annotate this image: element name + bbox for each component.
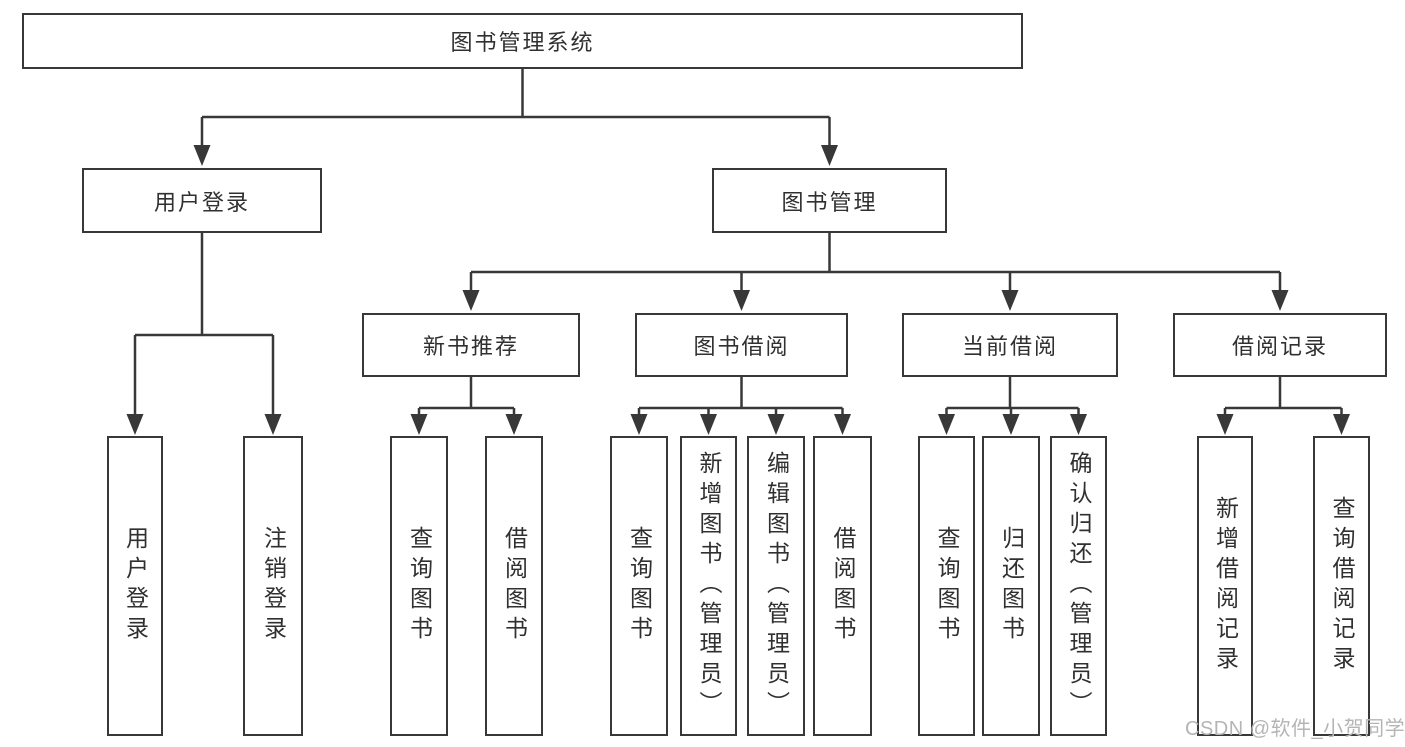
node-user-login: 用户登录 [82, 168, 322, 233]
arrowhead [264, 414, 282, 435]
node-user-login-label: 用户登录 [153, 189, 250, 215]
leaf-borrow-books-recommend: 借阅图书 [485, 436, 543, 736]
node-book-management-label: 图书管理 [781, 189, 878, 215]
leaf-borrow-books-borrowing-label: 借阅图书 [830, 526, 856, 646]
leaf-query-books-borrowing: 查询图书 [610, 436, 668, 736]
leaf-logout: 注销登录 [243, 436, 303, 736]
leaf-edit-book-admin-label: 编辑图书（管理员） [763, 451, 790, 721]
node-book-borrowing-label: 图书借阅 [693, 334, 790, 359]
arrowhead [1333, 414, 1350, 435]
arrowhead [733, 290, 750, 311]
node-new-book-recommend-label: 新书推荐 [422, 334, 519, 359]
node-new-book-recommend: 新书推荐 [362, 313, 580, 377]
arrowhead [1070, 414, 1087, 435]
arrowhead [1216, 414, 1234, 435]
leaf-borrow-books-recommend-label: 借阅图书 [501, 526, 528, 646]
leaf-query-borrow-record: 查询借阅记录 [1313, 436, 1370, 736]
leaf-add-borrow-record-label: 新增借阅记录 [1212, 496, 1239, 676]
node-root: 图书管理系统 [22, 13, 1023, 69]
leaf-return-book-label: 归还图书 [998, 526, 1025, 646]
leaf-logout-label: 注销登录 [260, 526, 287, 646]
leaf-query-books-current-label: 查询图书 [934, 526, 960, 646]
arrowhead [505, 414, 523, 435]
arrowhead [1001, 290, 1019, 311]
node-book-management: 图书管理 [712, 168, 947, 233]
leaf-confirm-return-admin-label: 确认归还（管理员） [1066, 451, 1092, 721]
leaf-query-borrow-record-label: 查询借阅记录 [1329, 496, 1355, 676]
leaf-query-books-borrowing-label: 查询图书 [626, 526, 653, 646]
leaf-return-book: 归还图书 [982, 436, 1040, 736]
leaf-borrow-books-borrowing: 借阅图书 [813, 436, 872, 736]
leaf-query-books-current: 查询图书 [918, 436, 975, 736]
leaf-query-books-recommend-label: 查询图书 [406, 526, 433, 646]
leaf-add-borrow-record: 新增借阅记录 [1197, 436, 1253, 736]
leaf-edit-book-admin: 编辑图书（管理员） [747, 436, 805, 736]
arrowhead [193, 145, 211, 166]
node-borrowing-records-label: 借阅记录 [1231, 334, 1328, 359]
node-book-borrowing: 图书借阅 [635, 313, 848, 377]
arrowhead [410, 414, 428, 435]
arrowhead [1271, 290, 1289, 311]
arrowhead [834, 414, 851, 435]
arrowhead [1002, 414, 1020, 435]
arrowhead [462, 290, 480, 311]
leaf-confirm-return-admin: 确认归还（管理员） [1050, 436, 1107, 736]
arrowhead [821, 145, 838, 166]
arrowhead [700, 414, 717, 435]
leaf-query-books-recommend: 查询图书 [390, 436, 448, 736]
node-current-borrowing: 当前借阅 [902, 313, 1118, 377]
leaf-user-login: 用户登录 [107, 436, 163, 736]
leaf-user-login-label: 用户登录 [122, 526, 149, 646]
watermark: CSDN @软件_小贺同学 [1185, 718, 1405, 740]
arrowhead [767, 414, 785, 435]
arrowhead [630, 414, 648, 435]
node-current-borrowing-label: 当前借阅 [961, 334, 1058, 359]
arrowhead [126, 414, 144, 435]
node-root-label: 图书管理系统 [450, 30, 595, 55]
node-borrowing-records: 借阅记录 [1173, 313, 1387, 377]
leaf-add-book-admin: 新增图书（管理员） [680, 436, 737, 736]
arrowhead [938, 414, 955, 435]
leaf-add-book-admin-label: 新增图书（管理员） [696, 451, 722, 721]
